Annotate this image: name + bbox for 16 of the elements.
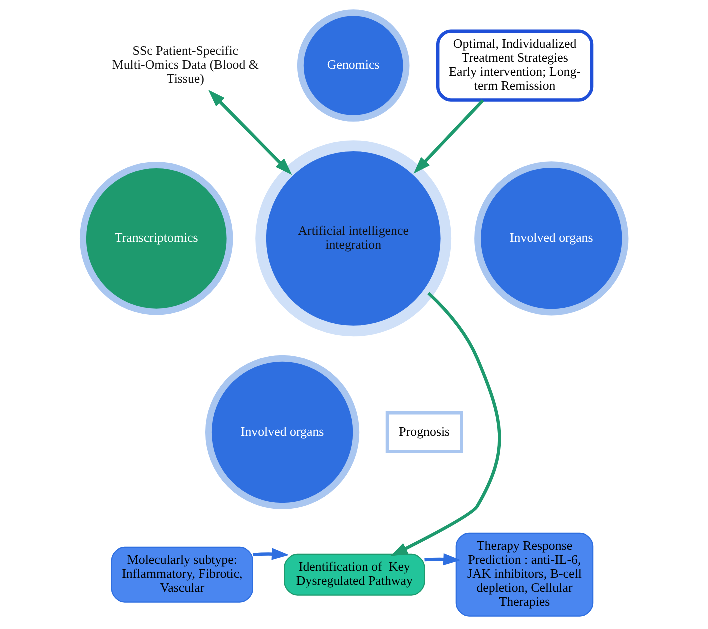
node-circle: Genomics bbox=[296, 10, 410, 122]
arrow bbox=[208, 90, 292, 176]
arrow bbox=[252, 548, 289, 560]
arrow bbox=[390, 292, 501, 556]
node-box: Identification of Key Dysregulated Pathway bbox=[284, 554, 425, 596]
arrow bbox=[424, 554, 460, 566]
arrow bbox=[413, 99, 484, 174]
node-box: Optimal, Individualized Treatment Strategies Early intervention; Long-term Remission bbox=[436, 30, 594, 102]
node-box: Therapy Response Prediction : anti-IL-6, JAK inhibitors, B-cell depletion, Cellular Therapies bbox=[455, 532, 594, 617]
node-circle: Involved organs bbox=[474, 162, 628, 316]
node-box: Molecularly subtype: Inflammatory, Fibrotic, Vascular bbox=[110, 546, 253, 603]
node-circle: Transcriptomics bbox=[79, 162, 233, 316]
node-text: SSc Patient-Specific Multi-Omics Data (Blood & Tissue) bbox=[112, 43, 258, 86]
node-circle: Involved organs bbox=[204, 355, 360, 510]
node-circle: Artificial intelligence integration bbox=[255, 140, 452, 337]
node-box: Prognosis bbox=[385, 412, 463, 454]
